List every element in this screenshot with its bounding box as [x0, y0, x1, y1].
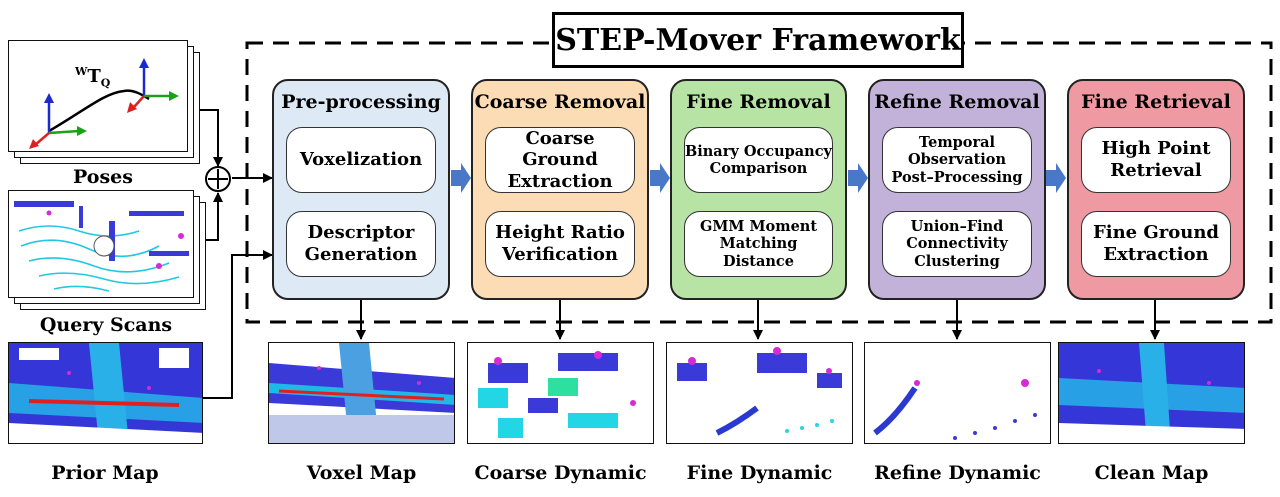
stage-arrow-1: [451, 163, 471, 193]
step-box: Binary Occupancy Comparison: [684, 127, 833, 193]
pose-transform-label: WTQ: [75, 65, 110, 90]
prior-map-image: [8, 342, 203, 444]
poses-card-front: WTQ: [8, 40, 188, 152]
stage-preprocessing: Pre-processing Voxelization Descriptor G…: [272, 79, 450, 300]
stage-coarse-removal: Coarse Removal Coarse Ground Extraction …: [471, 79, 649, 300]
step-box: Height Ratio Verification: [485, 211, 635, 277]
stage-title: Pre-processing: [281, 91, 441, 113]
scans-connector: [203, 192, 223, 241]
step-box: High Point Retrieval: [1081, 127, 1231, 193]
step-box: Fine Ground Extraction: [1081, 211, 1231, 277]
stage-refine-removal: Refine Removal Temporal Observation Post…: [868, 79, 1046, 300]
query-scan-image: [14, 201, 189, 292]
output-caption: Voxel Map: [306, 462, 417, 484]
query-scans-panel: [8, 190, 208, 312]
axis-frame-icon: [29, 93, 87, 149]
plus-circle-icon: [205, 166, 231, 192]
framework-title: STEP-Mover Framework: [552, 12, 964, 68]
transform-superscript: W: [75, 65, 88, 78]
stage-fine-retrieval: Fine Retrieval High Point Retrieval Fine…: [1067, 79, 1245, 300]
transform-main: T: [87, 66, 101, 87]
stage-arrow-3: [848, 163, 868, 193]
transform-subscript: Q: [100, 76, 111, 90]
stage-title: Refine Removal: [874, 91, 1040, 113]
fine-dynamic-image: [666, 342, 853, 444]
poses-caption: Poses: [73, 166, 133, 188]
coarse-dynamic-image: [467, 342, 654, 444]
stage-title: Fine Retrieval: [1081, 91, 1231, 113]
stage-arrow-4: [1046, 163, 1066, 193]
step-box: Voxelization: [286, 127, 436, 193]
stage-title: Coarse Removal: [474, 91, 646, 113]
step-box: GMM Moment Matching Distance: [684, 211, 833, 277]
stage-title: Fine Removal: [686, 91, 831, 113]
step-box: Temporal Observation Post–Processing: [882, 127, 1032, 193]
prior-map-connector: [203, 250, 273, 399]
refine-dynamic-image: [864, 342, 1051, 444]
output-caption: Refine Dynamic: [874, 462, 1041, 484]
step-box: Union–Find Connectivity Clustering: [882, 211, 1032, 277]
step-box: Descriptor Generation: [286, 211, 436, 277]
stage-arrow-2: [650, 163, 670, 193]
stage-arrows: [451, 163, 1066, 193]
scans-card-front: [8, 190, 194, 298]
poses-connector: [199, 109, 223, 167]
output-caption: Coarse Dynamic: [474, 462, 647, 484]
poses-panel: WTQ: [8, 40, 204, 168]
pose-trajectory-figure: [29, 58, 179, 149]
stage-fine-removal: Fine Removal Binary Occupancy Comparison…: [670, 79, 847, 300]
query-scans-caption: Query Scans: [39, 314, 173, 336]
prior-map-caption: Prior Map: [51, 462, 159, 484]
output-caption: Clean Map: [1094, 462, 1209, 484]
step-box: Coarse Ground Extraction: [485, 127, 635, 193]
output-caption: Fine Dynamic: [686, 462, 833, 484]
clean-map-image: [1058, 342, 1245, 444]
voxel-map-image: [268, 342, 455, 444]
